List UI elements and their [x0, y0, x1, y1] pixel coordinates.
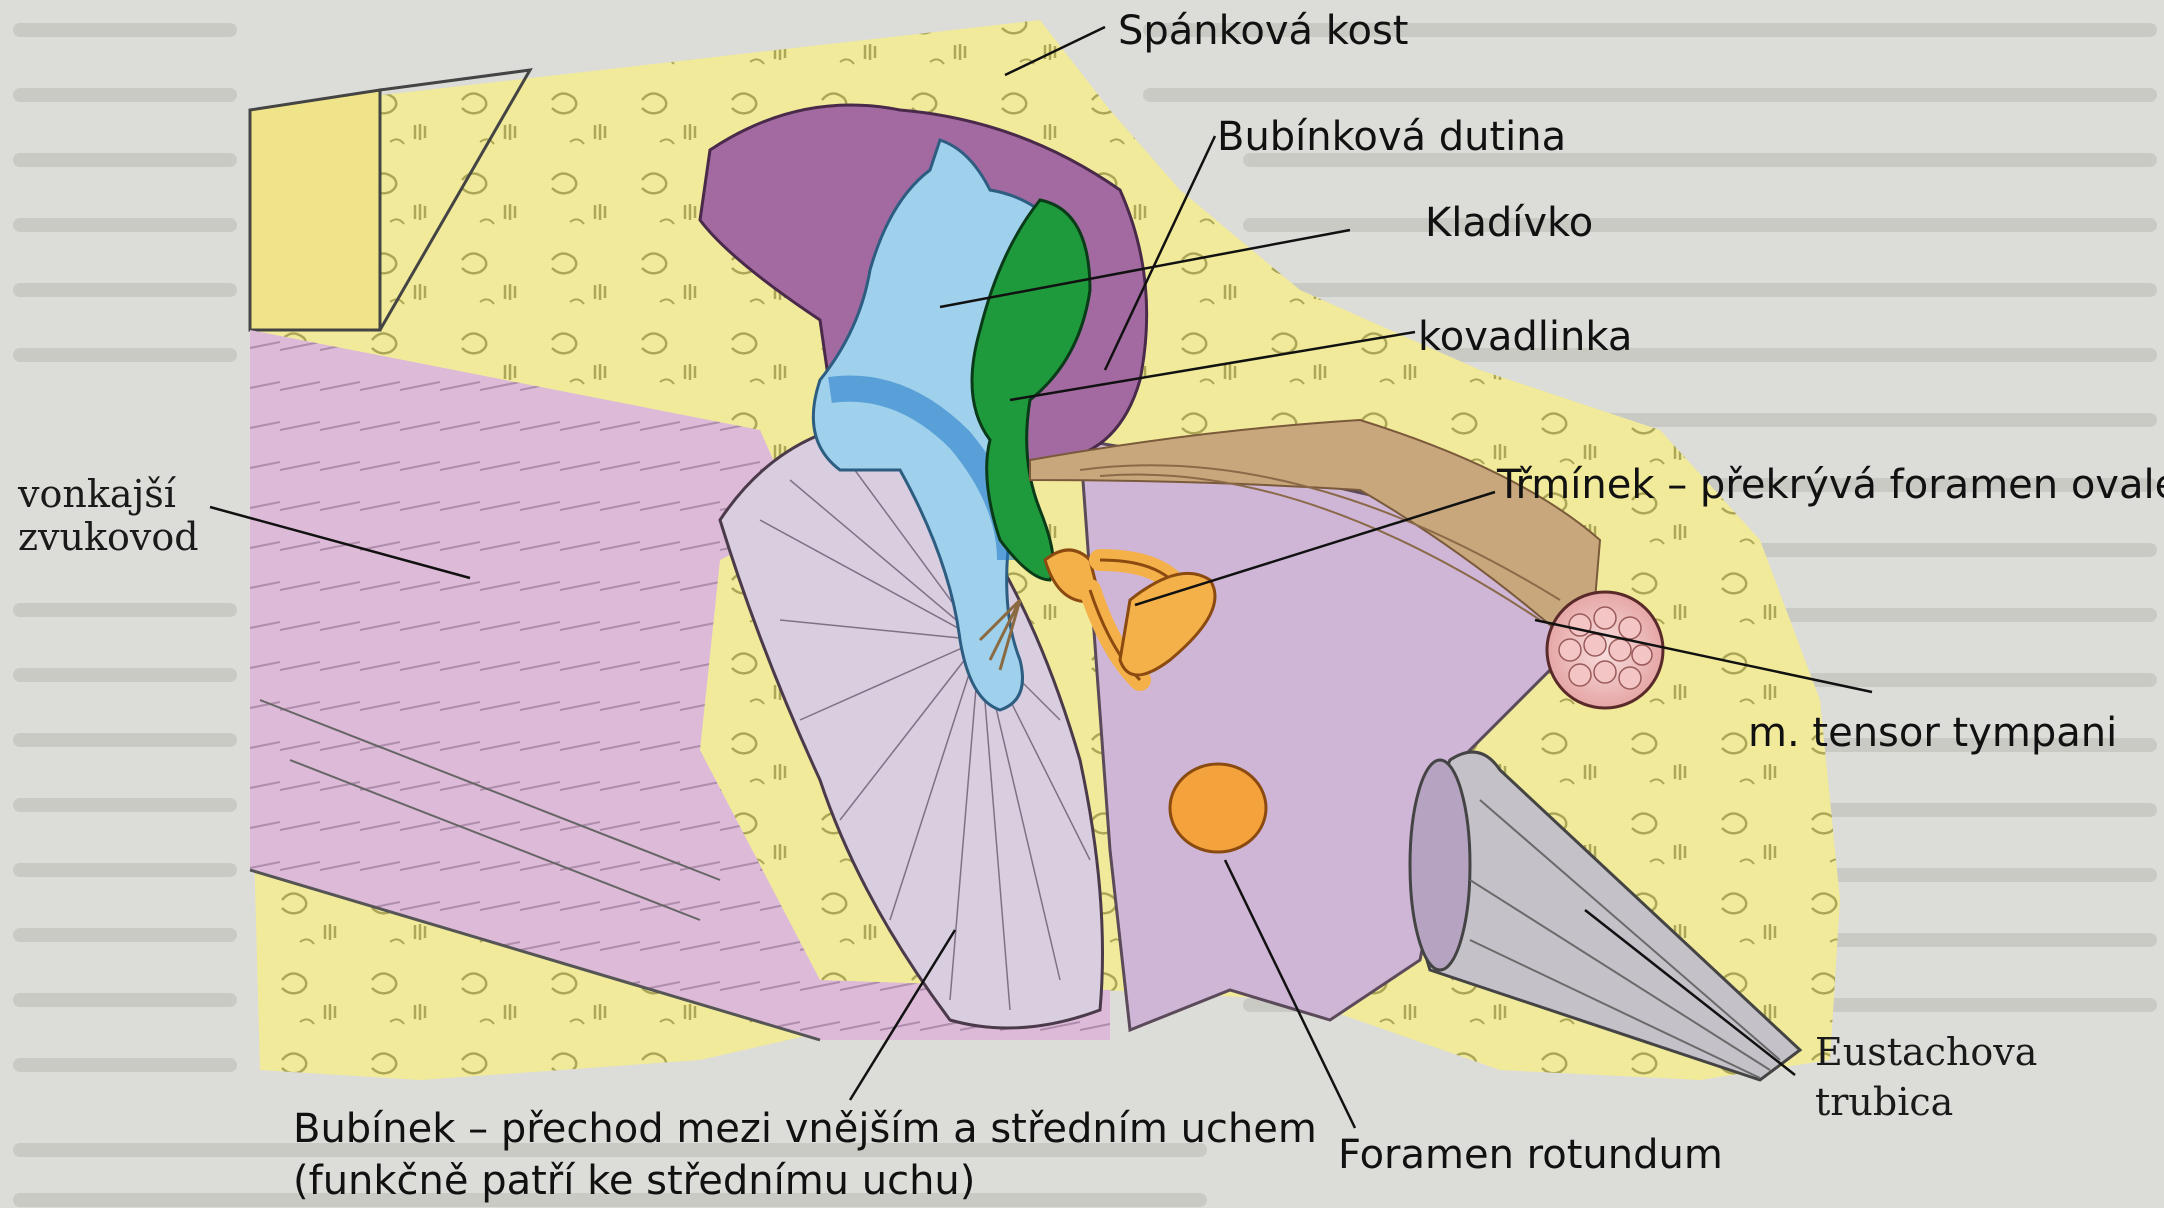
tensor-tympani-muscle	[1547, 592, 1663, 708]
label-foramen-rotundum: Foramen rotundum	[1338, 1130, 1723, 1180]
label-eustachian-line2: trubica	[1815, 1078, 1953, 1127]
foramen-rotundum-shape	[1170, 764, 1266, 852]
label-tympanic-cavity: Bubínková dutina	[1217, 112, 1566, 162]
label-malleus: Kladívko	[1425, 198, 1593, 248]
label-stapes: Třmínek – překrývá foramen ovale	[1497, 460, 2164, 510]
label-eustachian-line1: Eustachova	[1815, 1028, 2037, 1077]
label-eardrum-line2: (funkčně patří ke střednímu uchu)	[293, 1156, 975, 1206]
label-eardrum-line1: Bubínek – přechod mezi vnějším a střední…	[293, 1104, 1317, 1154]
label-tensor-tympani: m. tensor tympani	[1748, 708, 2117, 758]
label-external-canal-line2: zvukovod	[18, 513, 199, 562]
label-incus: kovadlinka	[1418, 312, 1632, 362]
label-temporal-bone: Spánková kost	[1118, 6, 1409, 56]
label-external-canal-line1: vonkajší	[18, 470, 176, 519]
